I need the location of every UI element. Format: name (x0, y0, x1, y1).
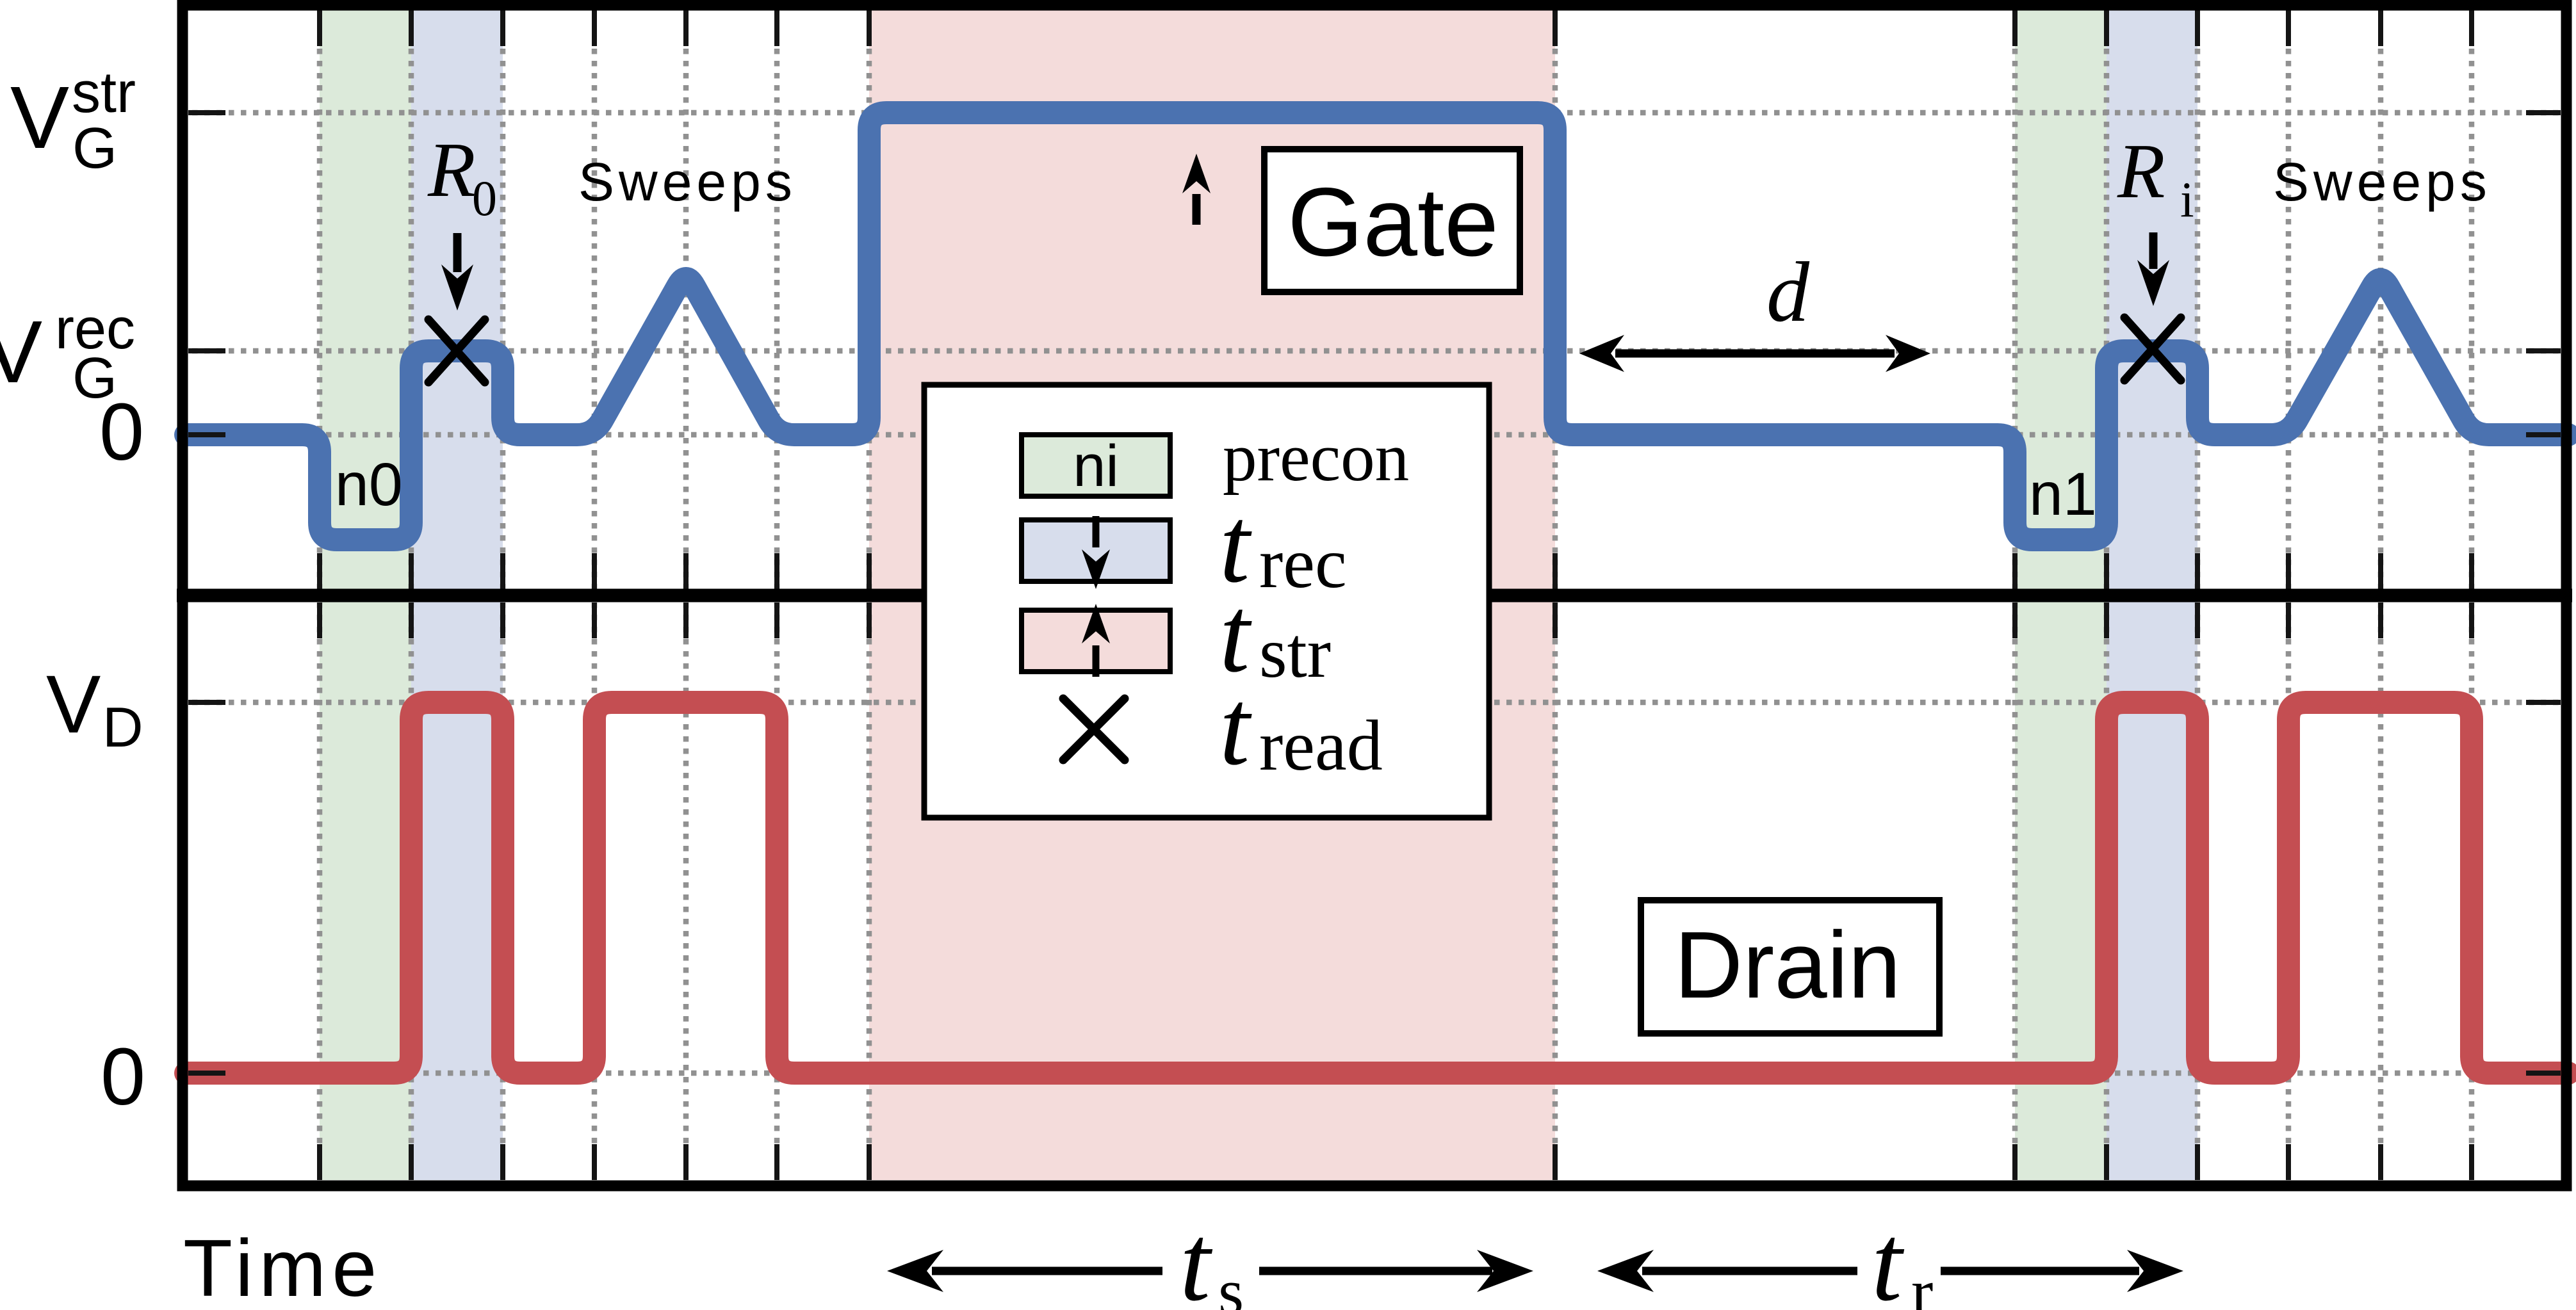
svg-text:V: V (46, 659, 101, 750)
svg-text:s: s (1218, 1256, 1244, 1310)
svg-text:t: t (1219, 485, 1252, 605)
svg-text:Sweeps: Sweeps (578, 152, 797, 212)
svg-text:V: V (10, 69, 69, 167)
svg-text:i: i (2180, 172, 2194, 227)
svg-text:R: R (2117, 128, 2165, 214)
svg-text:Sweeps: Sweeps (2273, 152, 2491, 212)
svg-text:R: R (427, 127, 476, 213)
svg-text:str: str (1259, 613, 1331, 693)
svg-text:precon: precon (1223, 420, 1409, 496)
svg-text:t: t (1180, 1202, 1213, 1310)
svg-text:G: G (72, 117, 117, 181)
svg-text:ni: ni (1073, 433, 1119, 499)
svg-text:Time: Time (183, 1223, 382, 1310)
svg-text:n1: n1 (2029, 460, 2097, 528)
svg-text:rec: rec (1259, 524, 1347, 603)
svg-text:0: 0 (101, 1031, 145, 1122)
svg-text:0: 0 (472, 170, 497, 226)
svg-text:Gate: Gate (1287, 168, 1499, 277)
svg-text:G: G (72, 346, 117, 410)
svg-text:Drain: Drain (1674, 912, 1901, 1018)
svg-text:d: d (1766, 245, 1810, 339)
svg-text:D: D (102, 695, 143, 759)
svg-text:t: t (1219, 667, 1252, 788)
svg-text:t: t (1219, 574, 1252, 695)
svg-text:r: r (1911, 1256, 1933, 1310)
svg-text:str: str (72, 61, 136, 125)
svg-text:0: 0 (99, 387, 144, 477)
svg-text:read: read (1259, 706, 1383, 786)
svg-text:rec: rec (55, 297, 135, 361)
svg-text:V: V (0, 303, 42, 401)
svg-text:n0: n0 (335, 451, 403, 519)
svg-text:t: t (1871, 1202, 1905, 1310)
